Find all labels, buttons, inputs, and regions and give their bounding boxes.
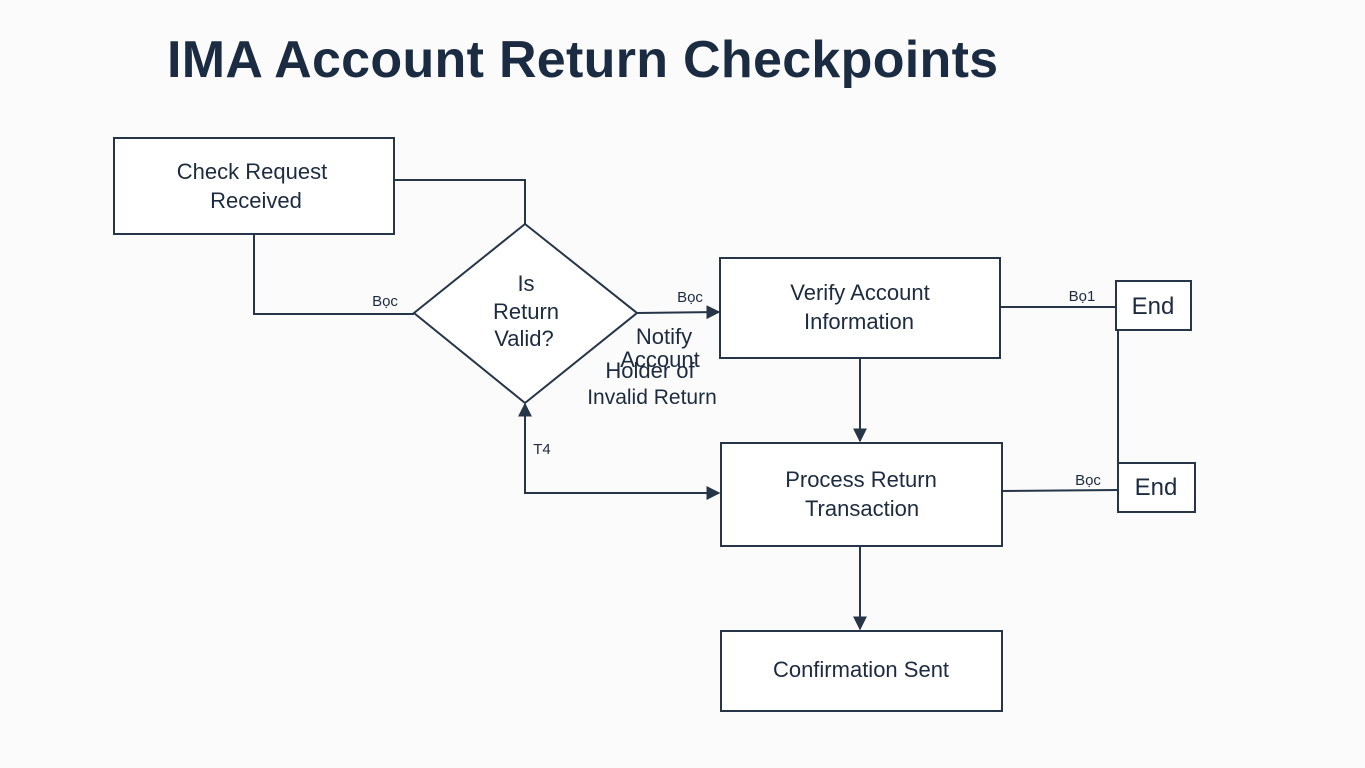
node-text: End: [1135, 474, 1178, 501]
node-verify-account: Verify Account Information: [719, 257, 1001, 359]
note-notify-holder: Notify Account Holder of Invalid Return: [587, 324, 717, 409]
note-text: Invalid Return: [587, 386, 717, 409]
node-end-top: End: [1115, 280, 1192, 331]
edge-labels: Bọc Bọc Bọ1 Bọc T4: [372, 288, 1101, 489]
node-text: Received: [210, 188, 302, 213]
node-text: Process Return: [785, 467, 937, 492]
node-text: Valid?: [494, 326, 554, 351]
edge-label: Bọc: [372, 293, 398, 310]
edge-decision-to-verify: [636, 305, 721, 320]
note-text: Holder of: [605, 358, 695, 383]
node-text: Is: [517, 271, 534, 296]
note-text: Notify: [636, 324, 692, 349]
node-check-request: Check Request Received: [113, 137, 395, 235]
note-text: Account: [620, 347, 700, 372]
edge-process-to-end: [1001, 489, 1119, 492]
node-text: Return: [493, 299, 559, 324]
node-confirmation: Confirmation Sent: [720, 630, 1003, 712]
edge-label: Bọ1: [1069, 288, 1096, 305]
node-text: Confirmation Sent: [773, 657, 949, 682]
node-text: End: [1132, 293, 1175, 320]
edge-check-to-decision-left: [253, 234, 414, 315]
node-is-return-valid: Is Return Valid?: [412, 222, 639, 405]
edge-label: Bọc: [677, 289, 703, 306]
edge-label: Bọc: [1075, 472, 1101, 489]
node-process-return: Process Return Transaction: [720, 442, 1003, 547]
node-text: Verify Account: [790, 280, 929, 305]
edge-label: T4: [533, 441, 551, 458]
node-text: Transaction: [805, 496, 919, 521]
node-text: Check Request: [177, 159, 327, 184]
page-title: IMA Account Return Checkpoints: [167, 31, 999, 89]
node-end-bottom: End: [1117, 462, 1196, 513]
edge-process-to-decision: [518, 402, 721, 500]
edge-check-to-decision-top: [394, 179, 526, 224]
connectors: [253, 179, 1119, 631]
node-text: Information: [804, 309, 914, 334]
